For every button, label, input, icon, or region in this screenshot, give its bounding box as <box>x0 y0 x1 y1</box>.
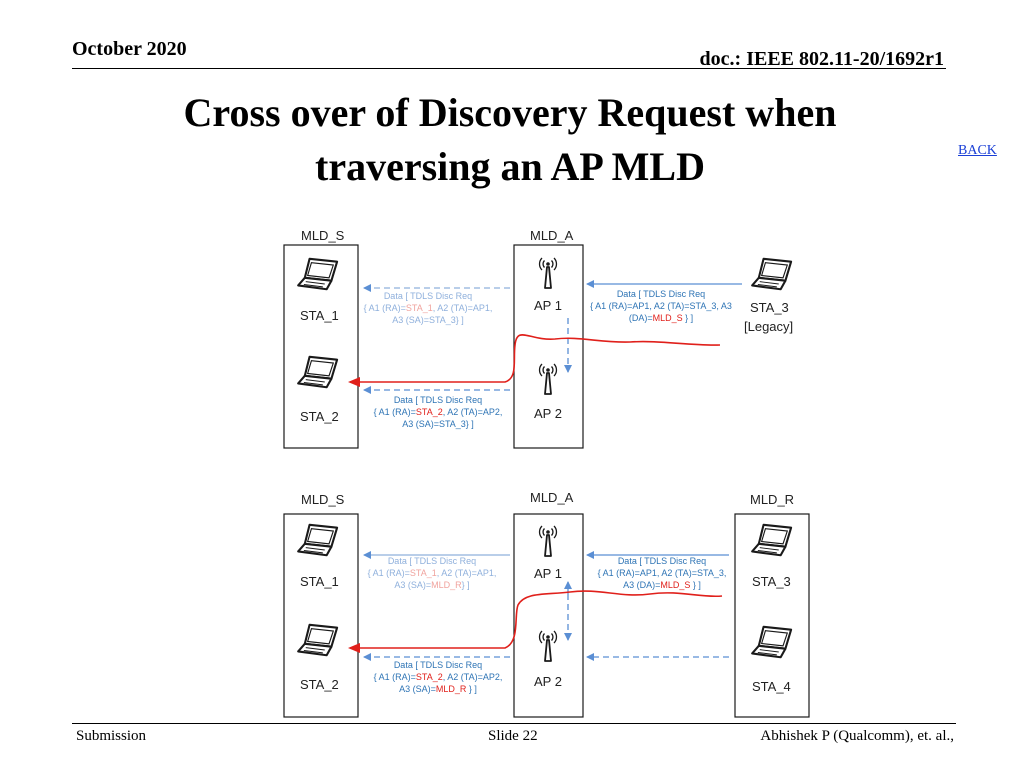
message-right-upper: Data [ TDLS Disc Req { A1 (RA)=AP1, A2 (… <box>598 556 727 590</box>
msg-line: { A1 (RA)=AP1, A2 (TA)=STA_3, A3 <box>590 301 732 311</box>
sta3-label: STA_3 <box>750 300 789 315</box>
msg-line: Data [ TDLS Disc Req <box>384 291 472 301</box>
diagram-1: MLD_S MLD_A STA_1 STA_2 AP 1 AP 2 STA_3 … <box>283 228 793 449</box>
msg-line: Data [ TDLS Disc Req <box>388 556 476 566</box>
diagram-2: MLD_S MLD_A MLD_R STA_1 STA_2 AP 1 AP 2 … <box>283 490 810 718</box>
message-left-lower: Data [ TDLS Disc Req { A1 (RA)=STA_2, A2… <box>374 395 503 429</box>
msg-line: (DA)=MLD_S } ] <box>629 313 693 323</box>
footer-submission: Submission <box>76 728 147 744</box>
mld-r-label: MLD_R <box>750 492 794 507</box>
mld-s-label: MLD_S <box>301 228 345 243</box>
sta3-legacy-tag: [Legacy] <box>744 319 793 334</box>
msg-line: Data [ TDLS Disc Req <box>394 395 482 405</box>
header-date: October 2020 <box>72 38 187 60</box>
message-left-lower: Data [ TDLS Disc Req { A1 (RA)=STA_2, A2… <box>374 660 503 694</box>
msg-line: { A1 (RA)=STA_2, A2 (TA)=AP2, <box>374 672 503 682</box>
header-doc-id: doc.: IEEE 802.11-20/1692r1 <box>699 48 944 70</box>
ap1-label: AP 1 <box>534 298 562 313</box>
slide-title-line2: traversing an AP MLD <box>315 144 705 189</box>
msg-line: { A1 (RA)=STA_2, A2 (TA)=AP2, <box>374 407 503 417</box>
msg-line: { A1 (RA)=AP1, A2 (TA)=STA_3, <box>598 568 727 578</box>
msg-line: Data [ TDLS Disc Req <box>617 289 705 299</box>
sta4-label: STA_4 <box>752 679 791 694</box>
sta3-label: STA_3 <box>752 574 791 589</box>
footer-author: Abhishek P (Qualcomm), et. al., <box>760 728 954 744</box>
laptop-icon <box>751 257 793 291</box>
message-left-upper: Data [ TDLS Disc Req { A1 (RA)=STA_1, A2… <box>364 291 493 325</box>
msg-line: A3 (SA)=STA_3} ] <box>392 315 464 325</box>
msg-line: A3 (SA)=STA_3} ] <box>402 419 474 429</box>
msg-line: Data [ TDLS Disc Req <box>618 556 706 566</box>
msg-line: A3 (SA)=MLD_R} ] <box>394 580 469 590</box>
mld-a-label: MLD_A <box>530 228 574 243</box>
slide-title-line1: Cross over of Discovery Request when <box>183 90 837 135</box>
msg-line: A3 (DA)=MLD_S } ] <box>623 580 701 590</box>
back-link[interactable]: BACK <box>958 143 997 158</box>
sta1-label: STA_1 <box>300 308 339 323</box>
mld-s-label: MLD_S <box>301 492 345 507</box>
red-crossover-path <box>348 334 721 387</box>
slide-title: Cross over of Discovery Request when tra… <box>100 86 920 194</box>
footer-rule <box>72 723 956 724</box>
mld-a-label: MLD_A <box>530 490 574 505</box>
message-left-upper: Data [ TDLS Disc Req { A1 (RA)=STA_1, A2… <box>368 556 497 590</box>
message-right-upper: Data [ TDLS Disc Req { A1 (RA)=AP1, A2 (… <box>590 289 732 323</box>
header-rule <box>72 68 946 69</box>
msg-line: { A1 (RA)=STA_1, A2 (TA)=AP1, <box>364 303 493 313</box>
msg-line: { A1 (RA)=STA_1, A2 (TA)=AP1, <box>368 568 497 578</box>
sta1-label: STA_1 <box>300 574 339 589</box>
sta2-label: STA_2 <box>300 677 339 692</box>
ap1-label: AP 1 <box>534 566 562 581</box>
msg-line: Data [ TDLS Disc Req <box>394 660 482 670</box>
msg-line: A3 (SA)=MLD_R } ] <box>399 684 477 694</box>
mld-r-box <box>734 513 810 718</box>
red-crossover-path <box>348 590 723 653</box>
ap2-label: AP 2 <box>534 674 562 689</box>
sta2-label: STA_2 <box>300 409 339 424</box>
footer-slide-number: Slide 22 <box>488 728 538 744</box>
ap2-label: AP 2 <box>534 406 562 421</box>
